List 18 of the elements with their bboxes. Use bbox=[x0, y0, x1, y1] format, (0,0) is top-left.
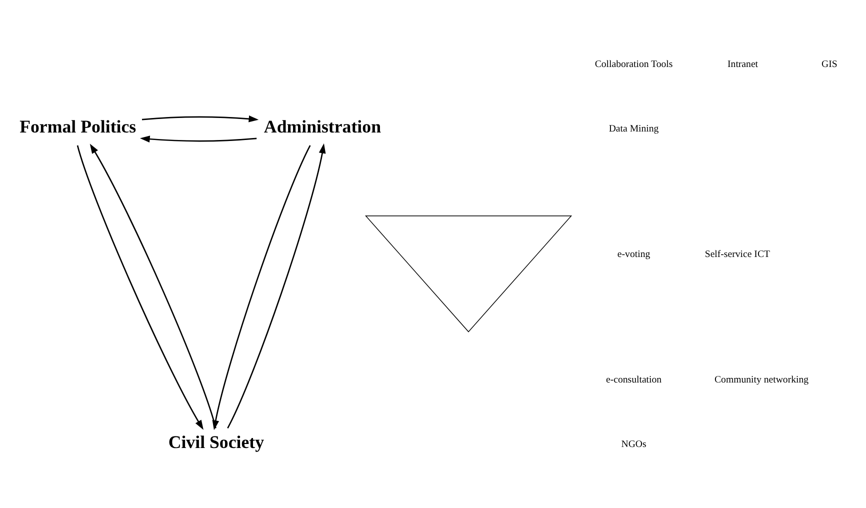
label: GIS bbox=[822, 58, 838, 70]
arrow bbox=[76, 144, 204, 430]
label: Community networking bbox=[714, 374, 809, 386]
label: e-voting bbox=[617, 248, 650, 260]
arrow bbox=[140, 135, 257, 142]
node-text: Administration bbox=[264, 116, 382, 136]
arrow bbox=[142, 114, 259, 122]
label: Intranet bbox=[728, 58, 758, 70]
label: Data Mining bbox=[608, 122, 659, 134]
node-text: Formal Politics bbox=[20, 116, 136, 136]
label: NGOs bbox=[621, 438, 646, 450]
arrow bbox=[227, 142, 326, 428]
node-triangle bbox=[364, 215, 572, 332]
label: e-consultation bbox=[606, 374, 662, 386]
label: Collaboration Tools bbox=[594, 58, 673, 70]
label: Self-service ICT bbox=[704, 248, 770, 260]
node-text: Civil Society bbox=[168, 431, 264, 452]
arrow bbox=[90, 143, 216, 428]
